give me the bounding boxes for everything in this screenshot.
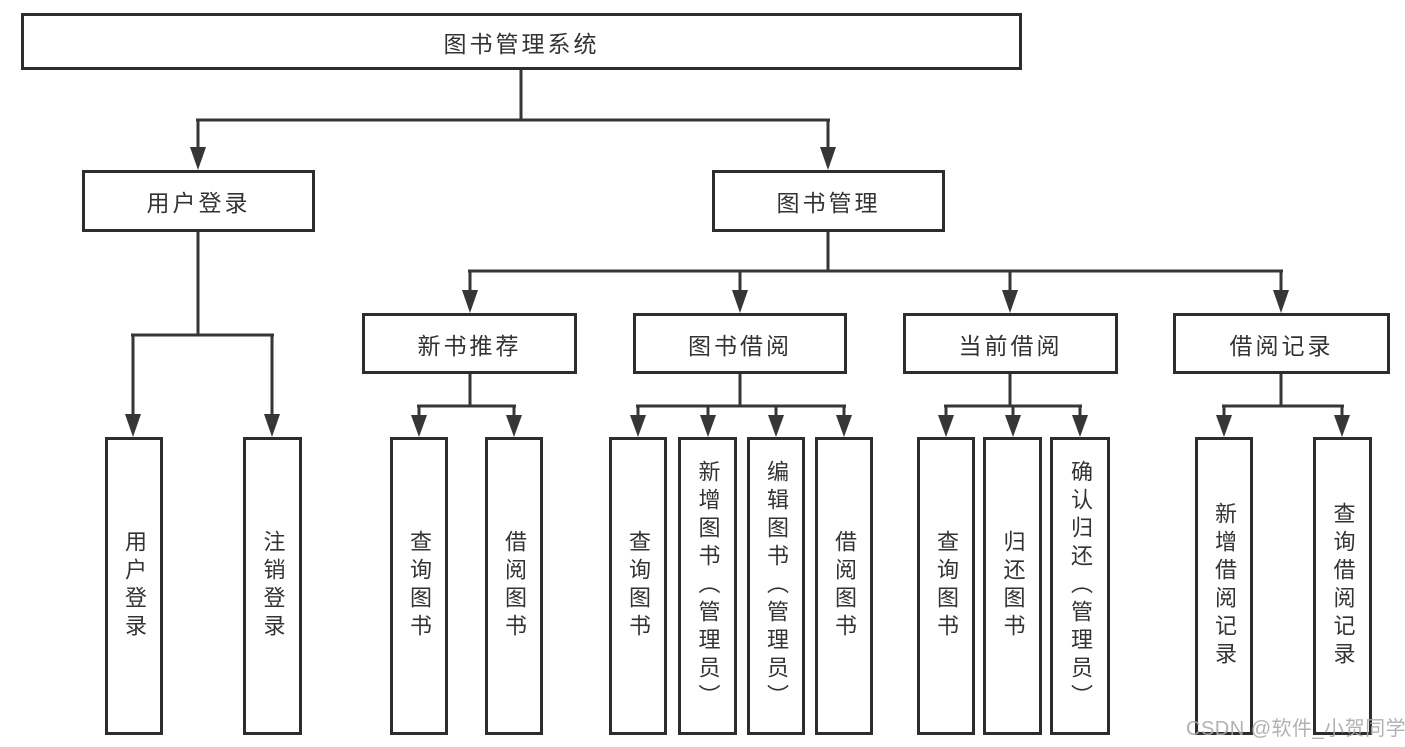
leaf-query-borrow-record: 查询借阅记录	[1313, 437, 1372, 735]
connector-bookmgmt-to-groups	[462, 232, 1289, 313]
leaf-confirm-return-admin: 确认归还（管理员）	[1050, 437, 1110, 735]
connector-currentborrow-to-leaves	[938, 374, 1088, 437]
leaf-query-books-current: 查询图书	[917, 437, 975, 735]
leaf-borrow-books-recommend: 借阅图书	[485, 437, 543, 735]
node-new-book-recommend: 新书推荐	[362, 313, 577, 374]
connector-userlogin-to-leaves	[125, 232, 280, 437]
node-user-login: 用户登录	[82, 170, 315, 232]
leaf-return-book: 归还图书	[983, 437, 1042, 735]
node-root: 图书管理系统	[21, 13, 1022, 70]
leaf-add-borrow-record: 新增借阅记录	[1195, 437, 1253, 735]
leaf-borrow-books: 借阅图书	[815, 437, 873, 735]
leaf-add-book-admin: 新增图书（管理员）	[678, 437, 737, 735]
node-book-borrow: 图书借阅	[633, 313, 847, 374]
leaf-query-books-recommend: 查询图书	[390, 437, 448, 735]
connector-borrowrecords-to-leaves	[1216, 374, 1350, 437]
leaf-logout: 注销登录	[243, 437, 302, 735]
connector-root-to-level2	[190, 70, 836, 170]
watermark: CSDN @软件_小贺同学	[1186, 718, 1405, 740]
leaf-user-login: 用户登录	[105, 437, 163, 735]
connector-newbook-to-leaves	[411, 374, 522, 437]
node-borrow-records: 借阅记录	[1173, 313, 1390, 374]
node-book-management: 图书管理	[712, 170, 945, 232]
leaf-query-books-borrow: 查询图书	[609, 437, 667, 735]
connector-bookborrow-to-leaves	[630, 374, 852, 437]
node-current-borrow: 当前借阅	[903, 313, 1118, 374]
leaf-edit-book-admin: 编辑图书（管理员）	[747, 437, 805, 735]
